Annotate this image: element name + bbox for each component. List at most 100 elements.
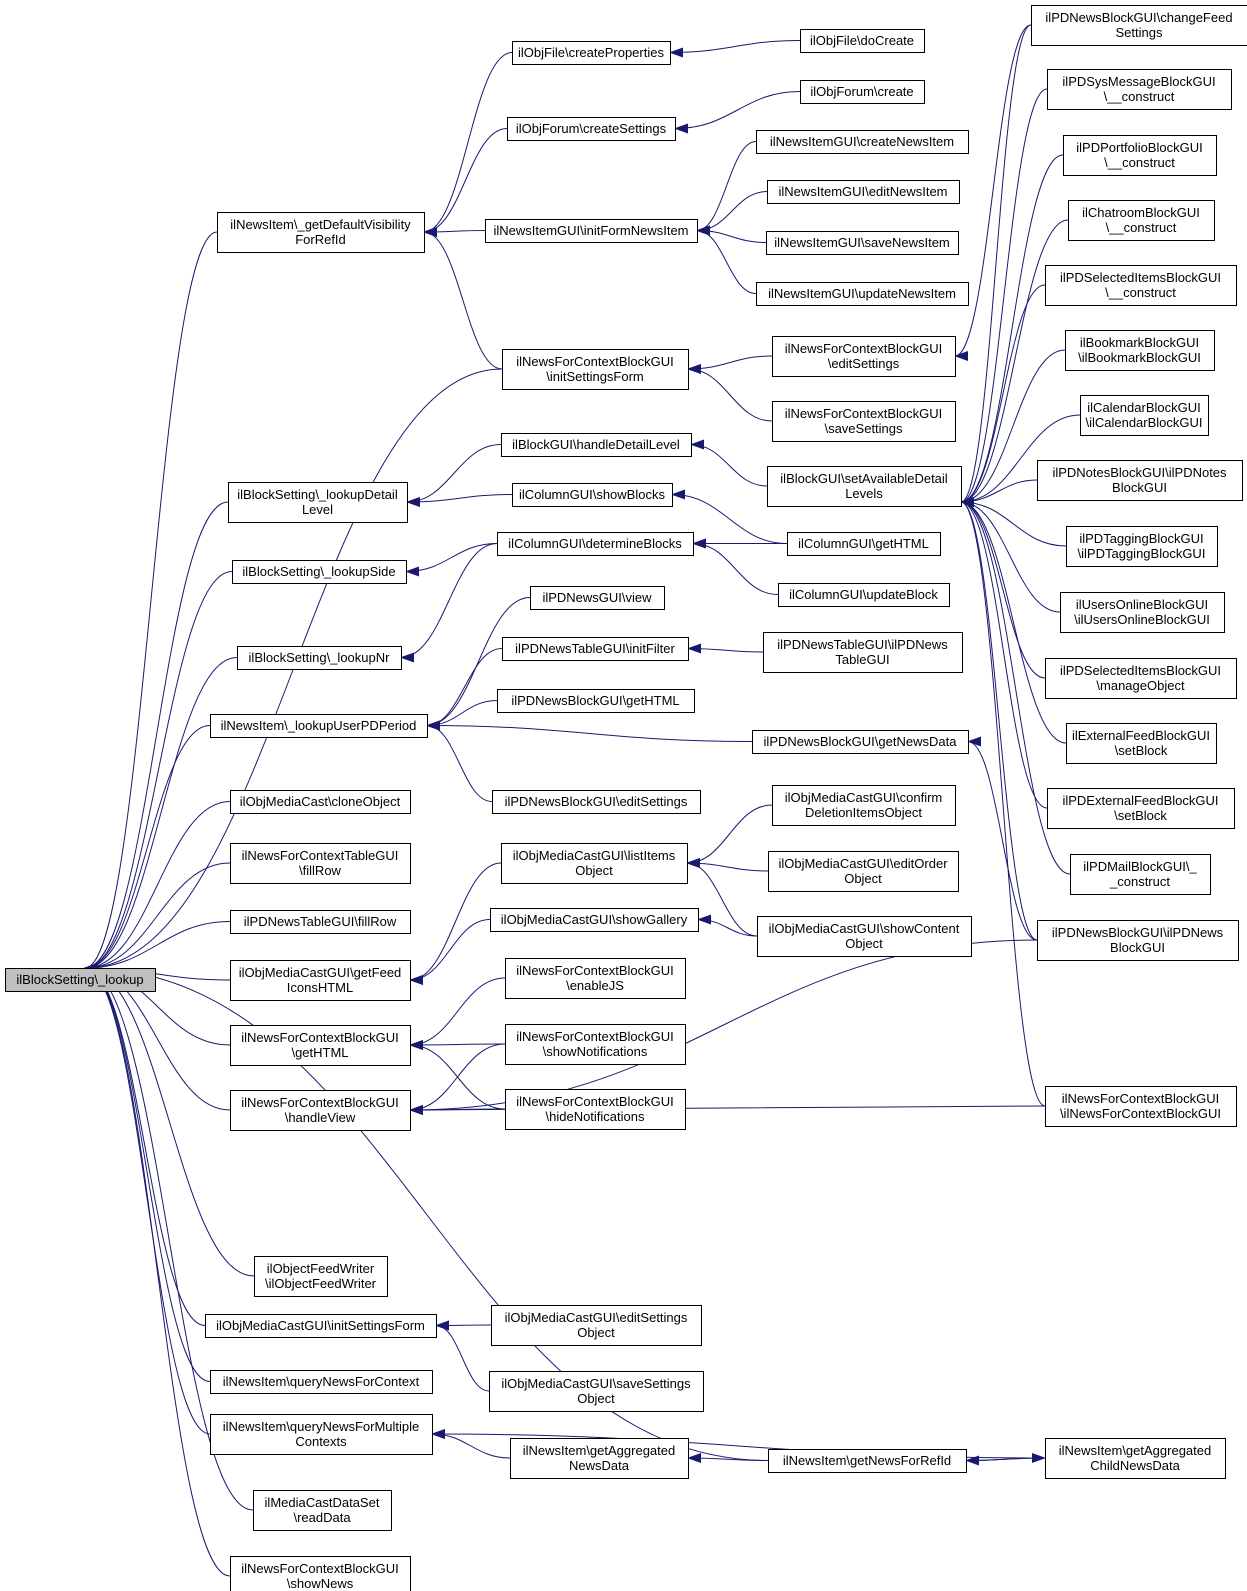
node-ofw[interactable]: ilObjectFeedWriter\ilObjectFeedWriter <box>254 1256 388 1297</box>
node-mcgisf[interactable]: ilObjMediaCastGUI\initSettingsForm <box>205 1314 437 1338</box>
node-niqc[interactable]: ilNewsItem\queryNewsForContext <box>210 1370 433 1394</box>
node-pdnbc[interactable]: ilPDNewsBlockGUI\ilPDNewsBlockGUI <box>1037 920 1239 961</box>
node-nfces[interactable]: ilNewsForContextBlockGUI\editSettings <box>772 336 956 377</box>
node-cgdb[interactable]: ilColumnGUI\determineBlocks <box>497 532 694 556</box>
node-foc[interactable]: ilObjForum\create <box>800 80 925 104</box>
edge-mcgsc-to-mcgli <box>686 858 758 937</box>
node-pdbnd[interactable]: ilPDNewsBlockGUI\getNewsData <box>752 730 969 754</box>
node-nied[interactable]: ilNewsItemGUI\editNewsItem <box>767 180 960 204</box>
node-pdtb[interactable]: ilPDTaggingBlockGUI\ilPDTaggingBlockGUI <box>1066 526 1218 567</box>
node-fcp[interactable]: ilObjFile\createProperties <box>512 41 671 65</box>
node-pdsi[interactable]: ilPDSelectedItemsBlockGUI\__construct <box>1045 265 1237 306</box>
node-niup[interactable]: ilNewsItemGUI\updateNewsItem <box>756 282 969 306</box>
node-nfcshn[interactable]: ilNewsForContextBlockGUI\showNews <box>230 1556 411 1591</box>
node-pdsimo[interactable]: ilPDSelectedItemsBlockGUI\manageObject <box>1045 658 1237 699</box>
node-pdpf[interactable]: ilPDPortfolioBlockGUI\__construct <box>1063 135 1217 176</box>
edge-fcp-to-gdv <box>423 52 513 237</box>
node-label: ilObjMediaCast\cloneObject <box>240 794 401 809</box>
node-nifi[interactable]: ilNewsItemGUI\initFormNewsItem <box>485 219 698 243</box>
node-pdtif[interactable]: ilPDNewsTableGUI\initFilter <box>502 637 689 661</box>
node-label: ilPDNewsBlockGUI\ilPDNews <box>1052 925 1224 940</box>
node-chbg[interactable]: ilChatroomBlockGUI\__construct <box>1068 200 1215 241</box>
node-cggh[interactable]: ilColumnGUI\getHTML <box>787 532 941 556</box>
edge-nfces-to-nfcisf <box>687 355 773 374</box>
node-nigr[interactable]: ilNewsItem\getNewsForRefId <box>768 1449 967 1473</box>
edge-cgub-to-cgdb <box>692 538 779 595</box>
edge-pdnbc-to-bgsa <box>960 497 1038 941</box>
node-root[interactable]: ilBlockSetting\_lookup <box>5 968 156 992</box>
node-bmbg[interactable]: ilBookmarkBlockGUI\ilBookmarkBlockGUI <box>1065 330 1215 371</box>
node-box <box>491 1305 702 1346</box>
node-pdsm[interactable]: ilPDSysMessageBlockGUI\__construct <box>1047 69 1232 110</box>
node-fdc[interactable]: ilObjFile\doCreate <box>800 29 925 53</box>
node-label: ilBlockGUI\handleDetailLevel <box>512 437 680 452</box>
node-label: ilNewsItem\_getDefaultVisibility <box>230 217 411 232</box>
node-bsls[interactable]: ilBlockSetting\_lookupSide <box>232 560 407 584</box>
node-label: ilObjMediaCastGUI\listItems <box>513 848 676 863</box>
node-nfcbc[interactable]: ilNewsForContextBlockGUI\ilNewsForContex… <box>1045 1086 1237 1127</box>
node-bghd[interactable]: ilBlockGUI\handleDetailLevel <box>501 433 692 457</box>
node-nfchn[interactable]: ilNewsForContextBlockGUI\hideNotificatio… <box>505 1089 686 1130</box>
edge-nfcsn-to-nfcgh <box>409 1039 506 1050</box>
node-nfcss[interactable]: ilNewsForContextBlockGUI\saveSettings <box>772 401 956 442</box>
node-omcc[interactable]: ilObjMediaCast\cloneObject <box>230 790 411 814</box>
node-niup2[interactable]: ilNewsItem\_lookupUserPDPeriod <box>210 714 428 738</box>
edge-mcgsg-to-mcgfi <box>409 919 491 985</box>
node-pdtc[interactable]: ilPDNewsTableGUI\ilPDNewsTableGUI <box>763 632 963 673</box>
node-pdtfr[interactable]: ilPDNewsTableGUI\fillRow <box>230 910 411 934</box>
node-nfchv[interactable]: ilNewsForContextBlockGUI\handleView <box>230 1090 411 1131</box>
node-pdmb[interactable]: ilPDMailBlockGUI\__construct <box>1070 854 1211 895</box>
node-nfcej[interactable]: ilNewsForContextBlockGUI\enableJS <box>505 958 686 999</box>
node-cgub[interactable]: ilColumnGUI\updateBlock <box>778 583 950 607</box>
node-pdbgh[interactable]: ilPDNewsBlockGUI\getHTML <box>497 689 695 713</box>
node-calbg[interactable]: ilCalendarBlockGUI\ilCalendarBlockGUI <box>1080 395 1209 436</box>
node-label: NewsData <box>569 1458 630 1473</box>
node-box <box>492 790 701 814</box>
node-efsb[interactable]: ilExternalFeedBlockGUI\setBlock <box>1066 723 1217 764</box>
node-focs[interactable]: ilObjForum\createSettings <box>507 117 676 141</box>
node-pdnv[interactable]: ilPDNewsGUI\view <box>530 586 665 610</box>
node-label: \setBlock <box>1115 743 1168 758</box>
node-nfcgh[interactable]: ilNewsForContextBlockGUI\getHTML <box>230 1025 411 1066</box>
node-box <box>205 1314 437 1338</box>
node-label: ilBookmarkBlockGUI <box>1080 335 1199 350</box>
node-box <box>1045 1438 1226 1479</box>
node-nfcisf[interactable]: ilNewsForContextBlockGUI\initSettingsFor… <box>502 349 689 390</box>
node-nisv[interactable]: ilNewsItemGUI\saveNewsItem <box>766 231 959 255</box>
node-uobg[interactable]: ilUsersOnlineBlockGUI\ilUsersOnlineBlock… <box>1060 592 1225 633</box>
node-mcgcd[interactable]: ilObjMediaCastGUI\confirmDeletionItemsOb… <box>772 785 956 826</box>
node-nfcsn[interactable]: ilNewsForContextBlockGUI\showNotificatio… <box>505 1024 686 1065</box>
node-label: ilNewsForContextBlockGUI <box>785 406 943 421</box>
node-pdnb[interactable]: ilPDNotesBlockGUI\ilPDNotesBlockGUI <box>1037 460 1243 501</box>
edge-foc-to-focs <box>674 91 801 134</box>
node-pdefsb[interactable]: ilPDExternalFeedBlockGUI\setBlock <box>1047 788 1235 829</box>
edge-bsln-to-root <box>84 657 238 973</box>
node-box <box>768 1449 967 1473</box>
node-pdbes[interactable]: ilPDNewsBlockGUI\editSettings <box>492 790 701 814</box>
node-label: ilPDMailBlockGUI\_ <box>1083 859 1197 874</box>
node-label: ilObjMediaCastGUI\confirm <box>785 790 943 805</box>
node-nfctfr[interactable]: ilNewsForContextTableGUI\fillRow <box>230 843 411 884</box>
node-cgsb[interactable]: ilColumnGUI\showBlocks <box>512 483 673 507</box>
node-mcdr[interactable]: ilMediaCastDataSet\readData <box>253 1490 392 1531</box>
node-label: ilNewsForContextBlockGUI <box>516 354 674 369</box>
node-mcgsg[interactable]: ilObjMediaCastGUI\showGallery <box>490 908 699 932</box>
edge-pdtfr-to-root <box>84 921 231 973</box>
edge-pdsimo-to-bgsa <box>960 497 1046 679</box>
node-bsln[interactable]: ilBlockSetting\_lookupNr <box>237 646 402 670</box>
node-box <box>230 843 411 884</box>
node-nicr[interactable]: ilNewsItemGUI\createNewsItem <box>756 130 969 154</box>
